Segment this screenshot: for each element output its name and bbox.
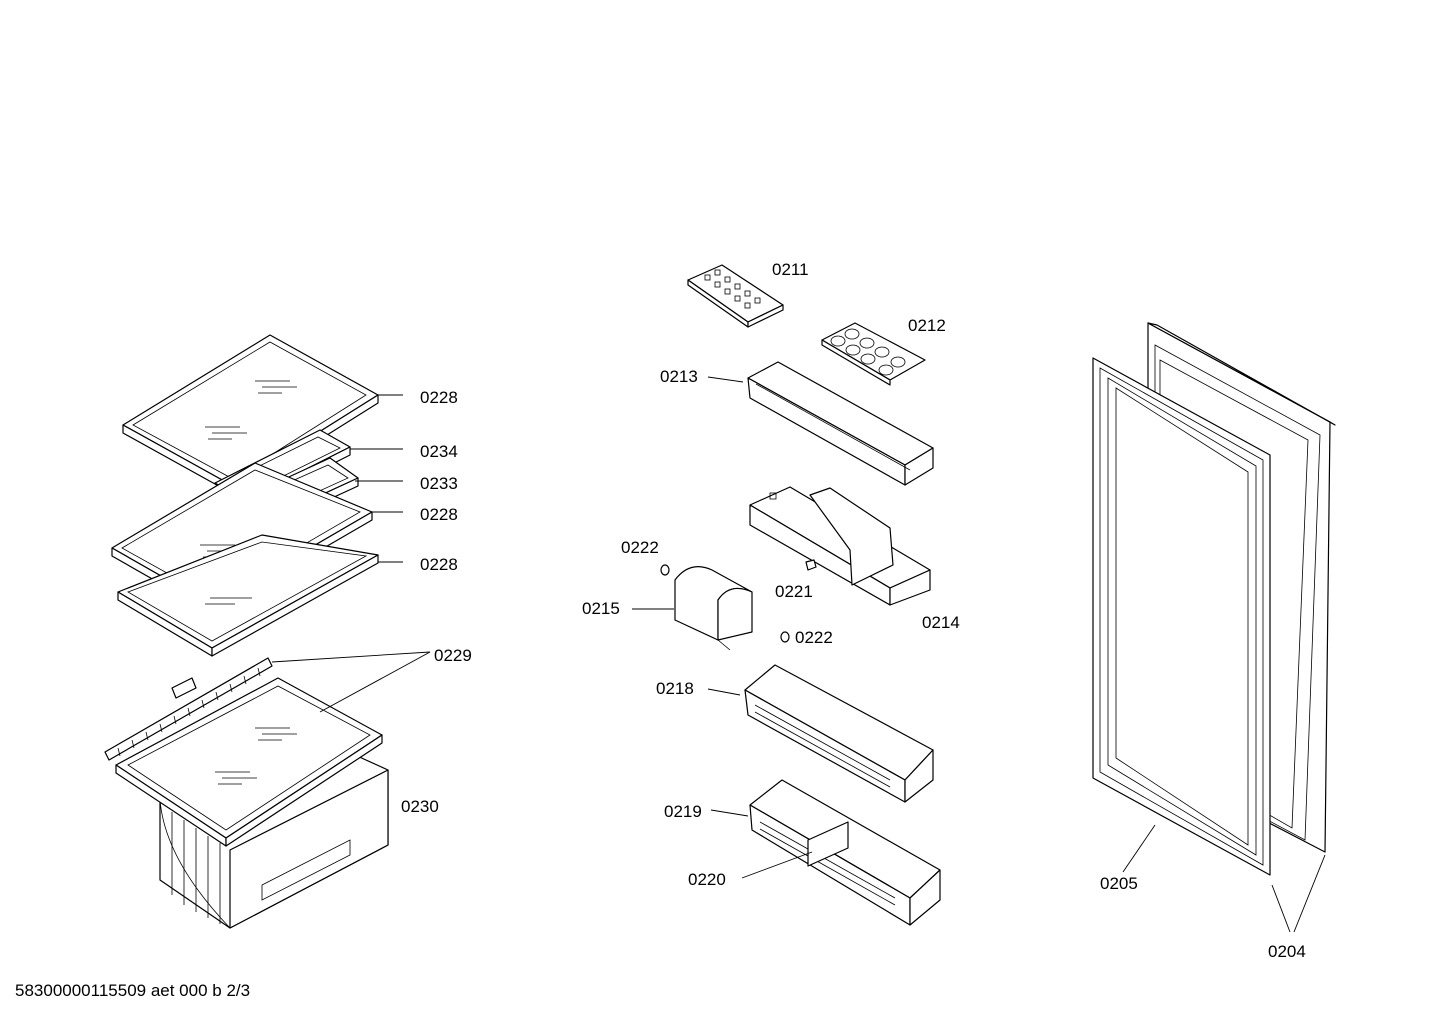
label-0212: 0212 [908,316,946,335]
label-0205: 0205 [1100,874,1138,893]
label-0204: 0204 [1268,942,1306,961]
ice-tray-0211 [687,264,784,328]
label-0218: 0218 [656,679,694,698]
document-id-footer: 58300000115509 aet 000 b 2/3 [15,981,251,1000]
label-0213: 0213 [660,367,698,386]
door-bin-0219 [749,779,941,926]
label-0215: 0215 [582,599,620,618]
dairy-box-0214 [749,486,931,606]
label-0228-top: 0228 [420,388,458,407]
label-0222-upper: 0222 [621,538,659,557]
label-0220: 0220 [688,870,726,889]
rail-0229 [104,657,273,761]
shelf-lower-0228 [117,534,379,657]
leader-lines [271,376,1326,933]
label-0229: 0229 [434,646,472,665]
flap-0215 [674,566,753,651]
label-0219: 0219 [664,802,702,821]
door-gasket-0205 [1092,357,1271,876]
pin-0221 [805,559,817,571]
label-0234: 0234 [420,442,458,461]
label-0228-middle: 0228 [420,505,458,524]
door-bin-0218 [744,664,934,803]
crisper-cover-0229 [115,677,383,847]
label-0211: 0211 [772,260,809,279]
label-0214: 0214 [922,613,960,632]
label-0221: 0221 [775,582,813,601]
egg-tray-0212 [821,322,926,386]
label-0233: 0233 [420,474,458,493]
door-bin-0213 [747,361,934,486]
label-0222-lower: 0222 [795,628,833,647]
pin-0222-lower [780,631,790,643]
label-0228-lower: 0228 [420,555,458,574]
divider-0220 [807,821,849,867]
pin-0222-upper [660,564,670,576]
label-0230: 0230 [401,797,439,816]
